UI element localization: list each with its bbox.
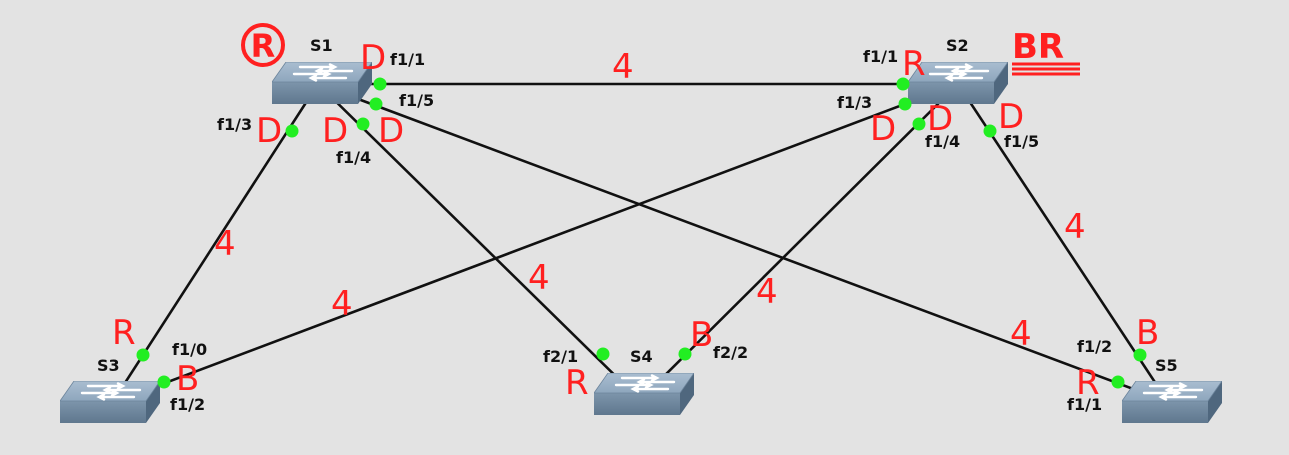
- link-costs: 4 4 4 4 4 4 4: [214, 47, 1086, 354]
- cost-label-s1-s5: 4: [1010, 314, 1032, 354]
- port-dot-s1-f1-1[interactable]: [373, 77, 387, 91]
- port-dot-s1-f1-4[interactable]: [356, 117, 370, 131]
- port-role-s1-f1-1: D: [360, 38, 386, 78]
- port-label-s4-f2-2: f2/2: [713, 343, 748, 362]
- root-marker-letter: R: [251, 27, 276, 65]
- port-label-s5-f1-2: f1/2: [1077, 337, 1112, 356]
- port-label-s3-f1-2: f1/2: [170, 395, 205, 414]
- port-label-s1-f1-5: f1/5: [399, 91, 434, 110]
- cost-label-s2-s4: 4: [756, 272, 778, 312]
- switch-icon: [272, 62, 372, 106]
- port-roles: D D D D R D D D R B R B B R: [112, 38, 1159, 403]
- port-role-s3-f1-2: B: [176, 359, 199, 399]
- switch-name-s1: S1: [310, 36, 333, 55]
- cost-label-s1-s2: 4: [612, 47, 634, 87]
- switch-name-s2: S2: [946, 36, 969, 55]
- port-dot-s1-f1-3[interactable]: [285, 124, 299, 138]
- root-bridge-marker: R: [241, 23, 285, 67]
- port-label-s2-f1-1: f1/1: [863, 47, 898, 66]
- switch-s3[interactable]: [60, 381, 160, 425]
- port-role-s1-f1-4: D: [322, 111, 348, 151]
- port-role-s4-f2-1: R: [565, 363, 589, 403]
- port-dot-s2-f1-1[interactable]: [896, 77, 910, 91]
- port-label-s4-f2-1: f2/1: [543, 347, 578, 366]
- switch-s5[interactable]: [1122, 381, 1222, 425]
- port-label-s1-f1-3: f1/3: [217, 115, 252, 134]
- port-labels: f1/1 f1/5 f1/3 f1/4 f1/1 f1/3 f1/4 f1/5 …: [170, 47, 1112, 414]
- port-dot-s2-f1-3[interactable]: [898, 97, 912, 111]
- port-dot-s5-f1-2[interactable]: [1133, 348, 1147, 362]
- port-dot-s4-f2-2[interactable]: [678, 347, 692, 361]
- port-dot-s2-f1-5[interactable]: [983, 124, 997, 138]
- bridge-root-label: BR: [1012, 27, 1080, 76]
- cost-label-s2-s5: 4: [1064, 207, 1086, 247]
- port-dot-s3-f1-2[interactable]: [157, 375, 171, 389]
- link-s1-s4: [317, 83, 641, 401]
- port-role-s2-f1-3: D: [870, 109, 896, 149]
- port-role-s5-f1-1: R: [1076, 363, 1100, 403]
- port-label-s1-f1-4: f1/4: [336, 148, 371, 167]
- port-label-s2-f1-4: f1/4: [925, 132, 960, 151]
- port-role-s1-f1-5: D: [378, 111, 404, 151]
- links-layer: [110, 82, 1170, 405]
- link-s2-s3: [111, 82, 959, 405]
- port-role-s2-f1-1: R: [902, 44, 926, 84]
- port-role-s2-f1-4: D: [927, 99, 953, 139]
- switch-s1[interactable]: [272, 62, 372, 106]
- port-role-s1-f1-3: D: [256, 111, 282, 151]
- port-role-s4-f2-2: B: [690, 315, 713, 355]
- switch-icon: [60, 381, 160, 425]
- port-dot-s5-f1-1[interactable]: [1111, 375, 1125, 389]
- port-label-s5-f1-1: f1/1: [1067, 395, 1102, 414]
- cost-label-s2-s3: 4: [331, 284, 353, 324]
- port-dot-s1-f1-5[interactable]: [369, 97, 383, 111]
- cost-label-s1-s4: 4: [528, 258, 550, 298]
- port-label-s1-f1-1: f1/1: [390, 50, 425, 69]
- port-role-s2-f1-5: D: [998, 97, 1024, 137]
- port-dot-s3-f1-0[interactable]: [136, 348, 150, 362]
- port-label-s2-f1-3: f1/3: [837, 93, 872, 112]
- switch-name-s4: S4: [630, 347, 653, 366]
- cost-label-s1-s3: 4: [214, 224, 236, 264]
- port-dots: [136, 77, 1147, 389]
- port-label-s2-f1-5: f1/5: [1004, 132, 1039, 151]
- link-s2-s5: [956, 83, 1170, 403]
- port-dot-s2-f1-4[interactable]: [912, 117, 926, 131]
- bridge-root-text: BR: [1012, 27, 1064, 67]
- port-role-s3-f1-0: R: [112, 313, 136, 353]
- root-circle-icon: [241, 23, 285, 67]
- port-label-s3-f1-0: f1/0: [172, 340, 207, 359]
- port-role-s5-f1-2: B: [1136, 313, 1159, 353]
- port-dot-s4-f2-1[interactable]: [596, 347, 610, 361]
- link-s1-s5: [317, 82, 1169, 404]
- link-s2-s4: [639, 83, 959, 401]
- switch-icon: [1122, 381, 1222, 425]
- switch-name-s5: S5: [1155, 356, 1178, 375]
- switch-s4[interactable]: [594, 373, 694, 417]
- switch-name-s3: S3: [97, 356, 120, 375]
- switch-icon: [594, 373, 694, 417]
